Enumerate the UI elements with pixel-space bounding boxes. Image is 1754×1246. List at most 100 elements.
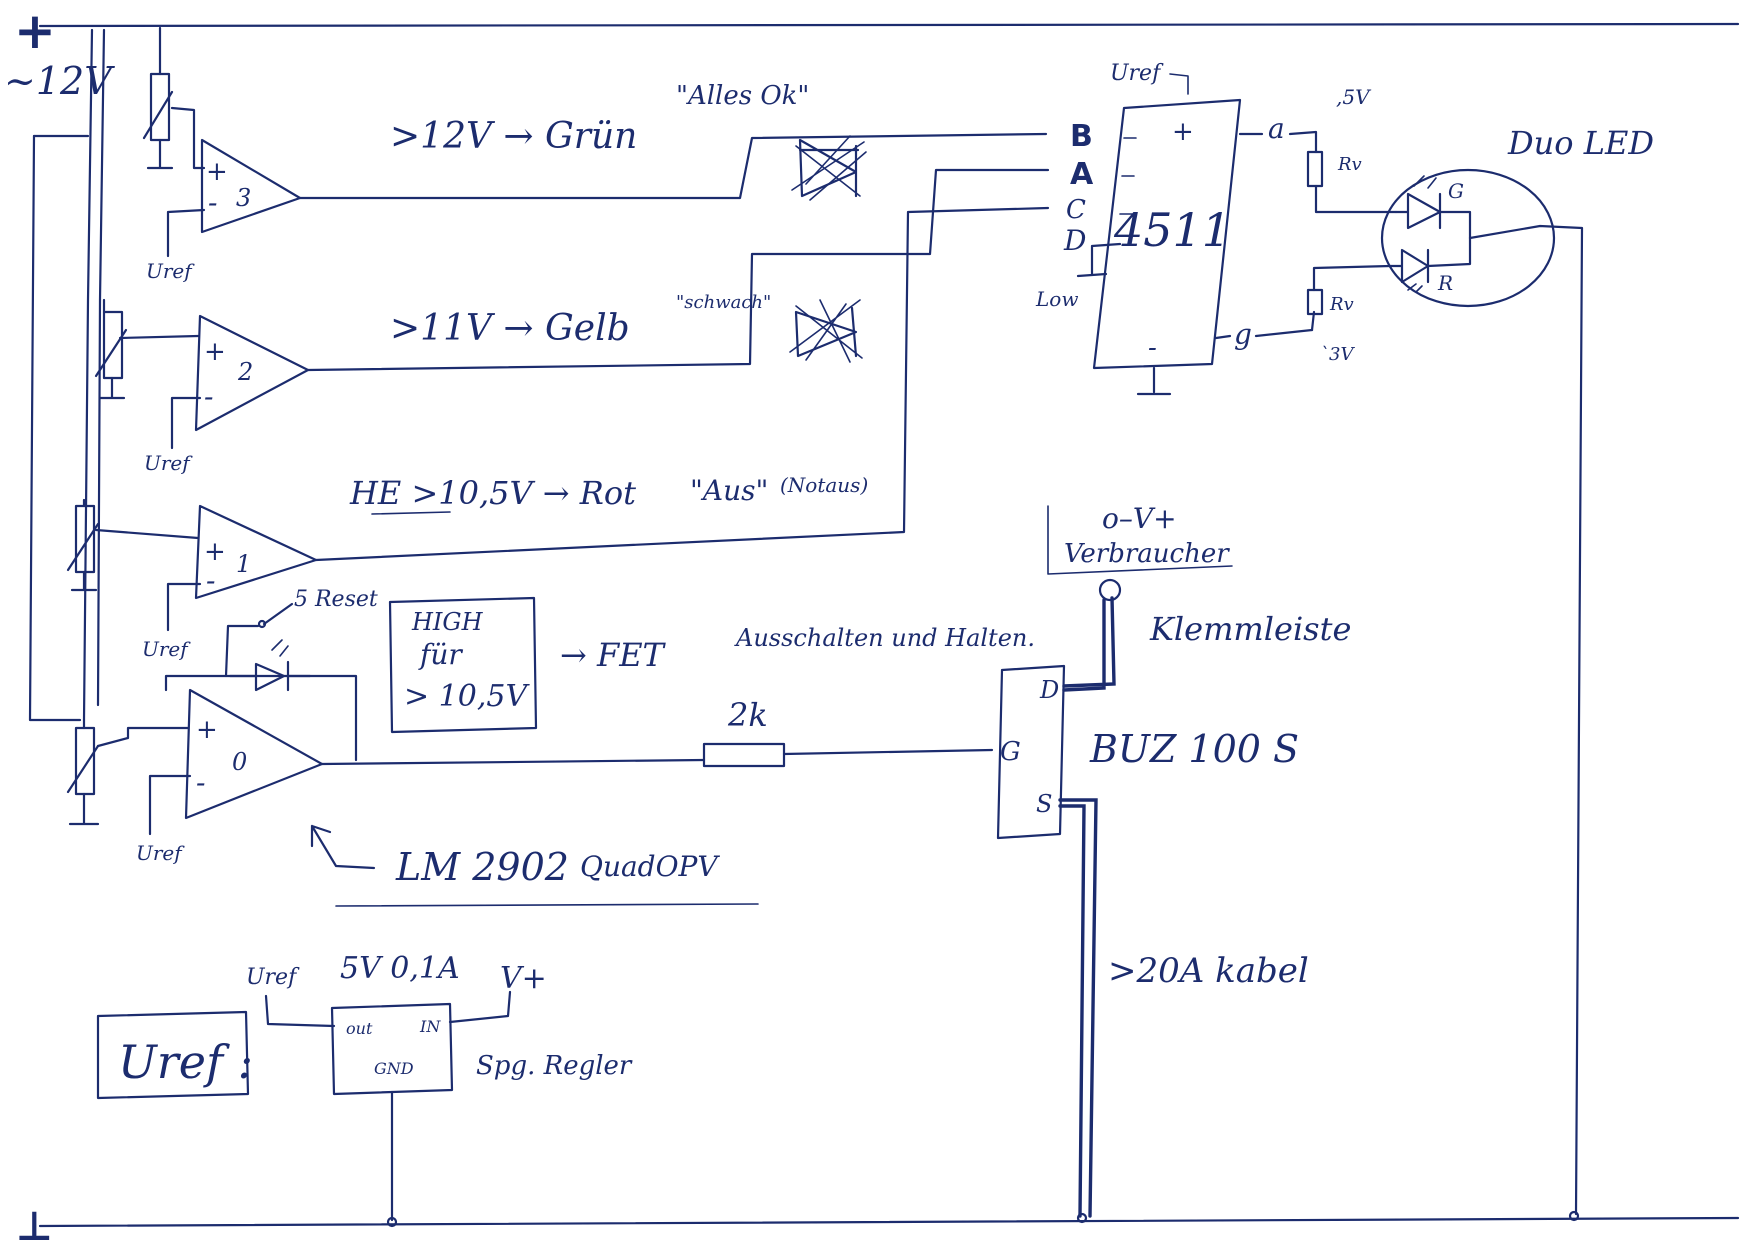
opamp-ic-type: QuadOPV	[580, 850, 720, 883]
decoder-box	[1092, 98, 1242, 370]
svg-text:Rv: Rv	[1337, 154, 1362, 175]
mosfet-gate-label: G	[1000, 737, 1021, 767]
input-b: B	[1070, 119, 1093, 154]
opamp-ic-label: LM 2902 QuadOPV	[310, 824, 759, 907]
regulator-in: IN	[419, 1017, 441, 1036]
regulator-spec: 5V 0,1A	[340, 951, 460, 986]
supply-bus-right	[96, 28, 106, 707]
terminal-screw	[1098, 578, 1122, 602]
drain-wire	[1062, 596, 1116, 692]
comparator-3: + - 3 Uref	[146, 138, 302, 283]
uref-label: Uref	[136, 841, 185, 865]
uref-title: Uref :	[118, 1035, 253, 1089]
input-a: A	[1070, 157, 1094, 192]
svg-text:R: R	[1437, 271, 1453, 295]
condition-red-note: (Notaus)	[780, 473, 868, 497]
wire-a	[306, 168, 1050, 372]
output-a: a	[1268, 112, 1285, 145]
condition-green-quote: "Alles Ok"	[676, 81, 809, 111]
comparator-0: + - 0 Uref	[136, 688, 324, 865]
supply-voltage-label: ~12V	[4, 59, 115, 103]
svg-text:G: G	[1448, 179, 1464, 203]
supply-bus-left	[82, 28, 94, 722]
regulator-description: Spg. Regler	[476, 1051, 633, 1081]
condition-red: HE >10,5V → Rot	[349, 474, 636, 512]
underline-he	[371, 511, 451, 515]
regulator-uref: Uref	[246, 965, 300, 990]
fet-action-text: Ausschalten und Halten.	[734, 624, 1035, 652]
high-note-line-1: HIGH	[411, 608, 484, 636]
output-g: g	[1234, 318, 1252, 351]
svg-text:2: 2	[237, 358, 253, 386]
rv-bottom-voltage: `3V	[1320, 344, 1355, 365]
svg-text:+: +	[204, 337, 226, 367]
regulator-gnd: GND	[374, 1059, 414, 1078]
condition-labels: >12V → Grün "Alles Ok" >11V → Gelb "schw…	[349, 81, 868, 515]
decoder-name: 4511	[1113, 203, 1231, 257]
crossed-out-diode-1	[791, 135, 867, 201]
ground-rail	[38, 1216, 1740, 1228]
source-cable	[1058, 798, 1098, 1218]
duo-led-title: Duo LED	[1507, 124, 1654, 162]
high-note-line-2: für	[418, 638, 463, 671]
high-note-box	[388, 596, 538, 734]
wire-to-gate-resistor	[320, 758, 706, 766]
regulator-box	[330, 1002, 454, 1096]
condition-green: >12V → Grün	[390, 116, 637, 157]
regulator-vplus: V+	[500, 961, 547, 996]
load-consumer: Verbraucher	[1064, 539, 1230, 569]
svg-text:-: -	[204, 380, 213, 413]
svg-text:-: -	[196, 766, 205, 799]
signal-wires	[298, 132, 1050, 562]
mosfet-buz100s: D G S BUZ 100 S >20A kabel Klemmleiste o…	[996, 502, 1351, 1224]
duo-led-outline	[1380, 168, 1556, 308]
svg-text:+: +	[196, 715, 218, 745]
wire-b	[298, 132, 1048, 200]
uref-label-box	[96, 1010, 250, 1100]
reset-label: 5 Reset	[294, 587, 378, 612]
gate-resistor-label: 2k	[727, 696, 768, 734]
svg-text:+: +	[204, 537, 226, 567]
condition-yellow-quote: "schwach"	[676, 292, 771, 313]
latch-diode	[228, 660, 312, 692]
svg-text:+: +	[206, 157, 228, 187]
gate-resistor: 2k	[702, 696, 994, 768]
svg-text:0: 0	[232, 748, 247, 776]
svg-text:-: -	[208, 186, 217, 219]
rv-bottom	[1306, 288, 1324, 316]
d-low-label: Low	[1035, 287, 1078, 311]
mosfet-drain-label: D	[1039, 676, 1059, 704]
ic-arrow	[310, 824, 376, 870]
uref-label: Uref	[146, 259, 195, 283]
regulator-out: out	[346, 1019, 373, 1038]
cable-label: >20A kabel	[1108, 951, 1309, 991]
mosfet-name: BUZ 100 S	[1089, 727, 1299, 771]
plus-symbol: +	[14, 2, 56, 60]
uref-label: Uref	[142, 637, 191, 661]
potentiometer-0	[66, 718, 190, 826]
potentiometer-1	[66, 498, 200, 592]
latch-circuit: 5 Reset HIGH für > 10,5V → FET Ausschalt…	[164, 587, 1035, 766]
ground-symbol: ⊥	[16, 1204, 53, 1246]
decoder-ref-label: Uref	[1110, 61, 1164, 86]
input-d: D	[1063, 224, 1086, 257]
led-red	[1388, 236, 1472, 284]
rv-top-voltage: ,5V	[1336, 85, 1372, 109]
load-vplus: o–V+	[1102, 502, 1177, 535]
bus-outer-wire	[28, 134, 82, 722]
condition-red-quote: "Aus"	[690, 474, 768, 507]
series-resistors: Rv ,5V Rv `3V	[1288, 85, 1398, 365]
high-note-line-3: > 10,5V	[404, 679, 530, 714]
condition-yellow: >11V → Gelb	[390, 308, 630, 349]
voltage-regulator: Uref : 5V 0,1A out IN GND Uref V+ Spg. R…	[96, 951, 633, 1228]
load-box-edge	[1047, 505, 1233, 575]
potentiometer-2	[94, 298, 200, 400]
svg-text:1: 1	[236, 550, 251, 578]
power-rails: + ⊥ ~12V	[4, 2, 1740, 1246]
uref-label: Uref	[144, 451, 193, 475]
duo-led-common-wire	[1468, 224, 1584, 1216]
comparator-1: + - 1 Uref	[142, 504, 318, 661]
rv-top	[1306, 150, 1324, 188]
svg-text:3: 3	[236, 184, 251, 212]
